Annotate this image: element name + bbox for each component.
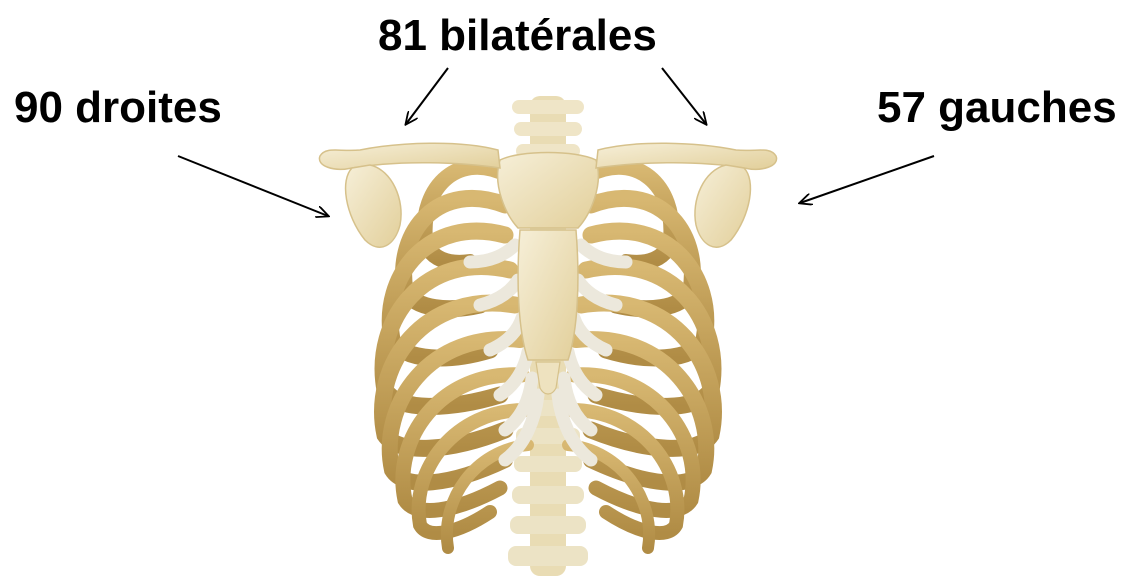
arrow-bilateral-left xyxy=(662,68,706,124)
ribs-left xyxy=(568,167,713,548)
ribs-right xyxy=(383,167,528,548)
arrow-right xyxy=(178,156,328,216)
arrow-left xyxy=(800,156,934,203)
arrow-bilateral-right xyxy=(406,68,448,124)
